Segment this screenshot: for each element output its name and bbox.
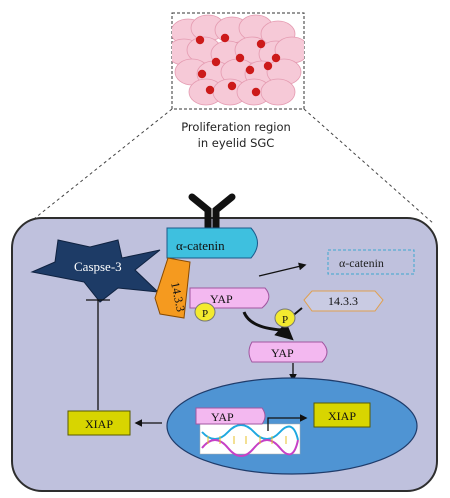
xiap-cytoplasm: XIAP <box>67 410 131 436</box>
phospho-badge-1: P <box>194 302 216 322</box>
tissue-cell-nucleus <box>205 85 215 95</box>
inset-caption-line-2: in eyelid SGC <box>198 136 275 150</box>
dna-helix <box>199 423 301 457</box>
inhibition-line <box>86 299 110 410</box>
yap-bound: YAP <box>189 287 270 309</box>
tissue-inset <box>171 12 305 110</box>
phospho-badge-2: P <box>274 308 296 328</box>
svg-text:P: P <box>202 308 208 320</box>
inset-caption-line-1: Proliferation region <box>181 120 291 134</box>
svg-text:YAP: YAP <box>211 410 234 424</box>
tissue-cell-nucleus <box>211 57 221 67</box>
protein-14-3-3-free: 14.3.3 <box>303 290 384 312</box>
protein-14-3-3-bound: 14.3.3 <box>154 257 191 319</box>
tissue-cell-nucleus <box>227 81 237 91</box>
tissue-cell-nucleus <box>195 35 205 45</box>
zoom-line-left <box>29 108 173 223</box>
xiap-nucleus: XIAP <box>313 402 371 428</box>
tissue-cell-nucleus <box>220 33 230 43</box>
tissue-cell-nucleus <box>256 39 266 49</box>
svg-text:XIAP: XIAP <box>328 409 356 423</box>
arrow-to-free-catenin <box>258 262 307 277</box>
tissue-cell-nucleus <box>251 87 261 97</box>
svg-text:Caspse-3: Caspse-3 <box>74 259 122 274</box>
yap-nucleus: YAP <box>195 407 266 425</box>
alpha-catenin-free: α-catenin <box>327 249 415 275</box>
caspase-3-shape: Caspse-3 <box>30 239 161 303</box>
tissue-cell-nucleus <box>235 53 245 63</box>
svg-text:P: P <box>282 314 288 326</box>
svg-text:XIAP: XIAP <box>85 417 113 431</box>
svg-text:α-catenin: α-catenin <box>339 256 384 270</box>
svg-text:YAP: YAP <box>210 292 233 306</box>
tissue-cells <box>172 14 304 106</box>
tissue-cell-nucleus <box>197 69 207 79</box>
svg-text:14.3.3: 14.3.3 <box>168 281 188 313</box>
tissue-cell-nucleus <box>245 65 255 75</box>
tissue-cell <box>260 78 296 106</box>
release-arrow <box>242 311 294 341</box>
svg-text:14.3.3: 14.3.3 <box>328 294 358 308</box>
yap-free: YAP <box>248 341 328 363</box>
alpha-catenin-membrane: α-catenin <box>166 227 258 259</box>
transcription-arrow <box>267 414 308 431</box>
svg-text:α-catenin: α-catenin <box>176 238 225 253</box>
zoom-line-right <box>303 108 435 225</box>
membrane-receptor <box>188 193 236 236</box>
tissue-cell-nucleus <box>271 53 281 63</box>
tissue-cell-nucleus <box>263 61 273 71</box>
svg-text:YAP: YAP <box>271 346 294 360</box>
